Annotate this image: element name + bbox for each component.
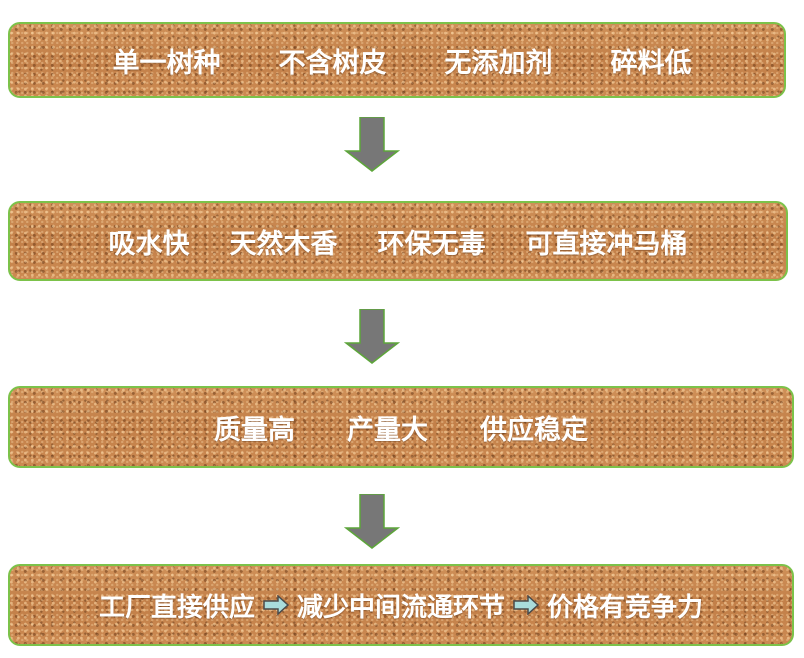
feature-box-pricing-chain: 工厂直接供应 减少中间流通环节 价格有竞争力 [8, 564, 794, 646]
feature-text: 减少中间流通环节 [296, 592, 505, 623]
feature-text: 可直接冲马桶 [525, 228, 688, 260]
feature-text: 吸水快 [108, 228, 190, 260]
feature-text: 不含树皮 [278, 47, 387, 79]
feature-text: 供应稳定 [480, 414, 588, 446]
feature-text: 工厂直接供应 [98, 592, 255, 623]
right-arrow-icon [263, 595, 289, 615]
feature-text: 无添加剂 [444, 47, 553, 79]
feature-row: 单一树种 不含树皮 无添加剂 碎料低 [113, 41, 692, 80]
right-arrow-icon [513, 595, 539, 615]
feature-text: 产量大 [347, 414, 428, 446]
feature-row: 吸水快 天然木香 环保无毒 可直接冲马桶 [109, 222, 688, 261]
feature-box-supply: 质量高 产量大 供应稳定 [8, 386, 794, 468]
feature-box-raw-material: 单一树种 不含树皮 无添加剂 碎料低 [8, 22, 786, 98]
feature-text: 天然木香 [229, 228, 338, 260]
feature-text: 碎料低 [610, 47, 692, 79]
feature-text: 环保无毒 [377, 228, 486, 260]
feature-row: 工厂直接供应 减少中间流通环节 价格有竞争力 [99, 587, 703, 624]
feature-text: 单一树种 [112, 47, 221, 79]
feature-text: 价格有竞争力 [547, 592, 704, 623]
feature-text: 质量高 [214, 414, 295, 446]
down-arrow-icon [344, 494, 400, 549]
down-arrow-icon [344, 117, 400, 172]
feature-box-product-benefits: 吸水快 天然木香 环保无毒 可直接冲马桶 [8, 201, 788, 281]
feature-row: 质量高 产量大 供应稳定 [214, 408, 588, 447]
down-arrow-icon [344, 309, 400, 364]
